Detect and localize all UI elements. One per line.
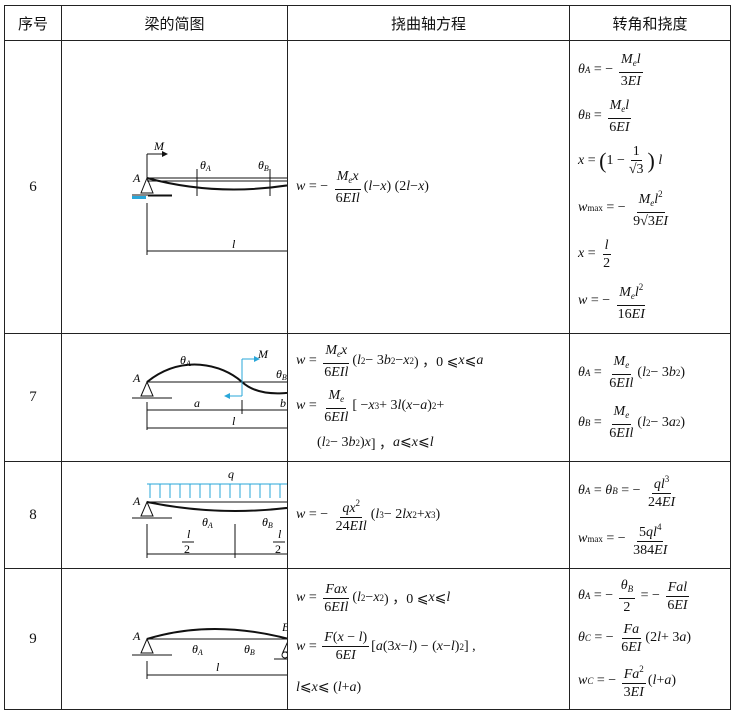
row-7-number: 7 [4, 333, 62, 462]
svg-text:l: l [187, 527, 191, 541]
svg-text:l: l [232, 414, 236, 428]
svg-text:θA: θA [180, 353, 191, 368]
svg-text:b: b [280, 396, 286, 410]
formula-table: 序号 梁的简图 挠曲轴方程 转角和挠度 6 [4, 5, 731, 710]
row-6-diagram: M A B θA θB l [61, 40, 288, 334]
svg-text:q: q [228, 467, 234, 481]
header-index: 序号 [4, 5, 62, 41]
row-9-number: 9 [4, 568, 62, 710]
svg-text:θB: θB [276, 367, 287, 382]
svg-text:l: l [216, 660, 220, 674]
row-8-number: 8 [4, 461, 62, 569]
svg-text:θB: θB [244, 642, 255, 657]
svg-text:2: 2 [275, 542, 281, 556]
row-9-diagram: F A B C θC θA θB l a [61, 568, 288, 710]
row-6-number: 6 [4, 40, 62, 334]
header-angles: 转角和挠度 [569, 5, 731, 41]
svg-text:θB: θB [262, 515, 273, 530]
label-thetaB: θB [258, 158, 269, 173]
svg-text:a: a [194, 396, 200, 410]
label-thetaA: θA [200, 158, 211, 173]
svg-text:A: A [132, 371, 141, 385]
svg-text:B: B [282, 620, 287, 634]
svg-text:2: 2 [184, 542, 190, 556]
header-equation: 挠曲轴方程 [287, 5, 570, 41]
svg-text:M: M [257, 347, 269, 361]
header-diagram: 梁的简图 [61, 5, 288, 41]
label-l: l [232, 237, 236, 251]
svg-text:θA: θA [192, 642, 203, 657]
row-8-diagram: q A B θA θB l [61, 461, 288, 569]
label-A: A [132, 171, 141, 185]
svg-text:θA: θA [202, 515, 213, 530]
svg-text:A: A [132, 629, 141, 643]
label-M: M [153, 139, 165, 153]
svg-text:A: A [132, 494, 141, 508]
svg-text:l: l [278, 527, 282, 541]
row-7-diagram: A B M θA θB a b l [61, 333, 288, 462]
